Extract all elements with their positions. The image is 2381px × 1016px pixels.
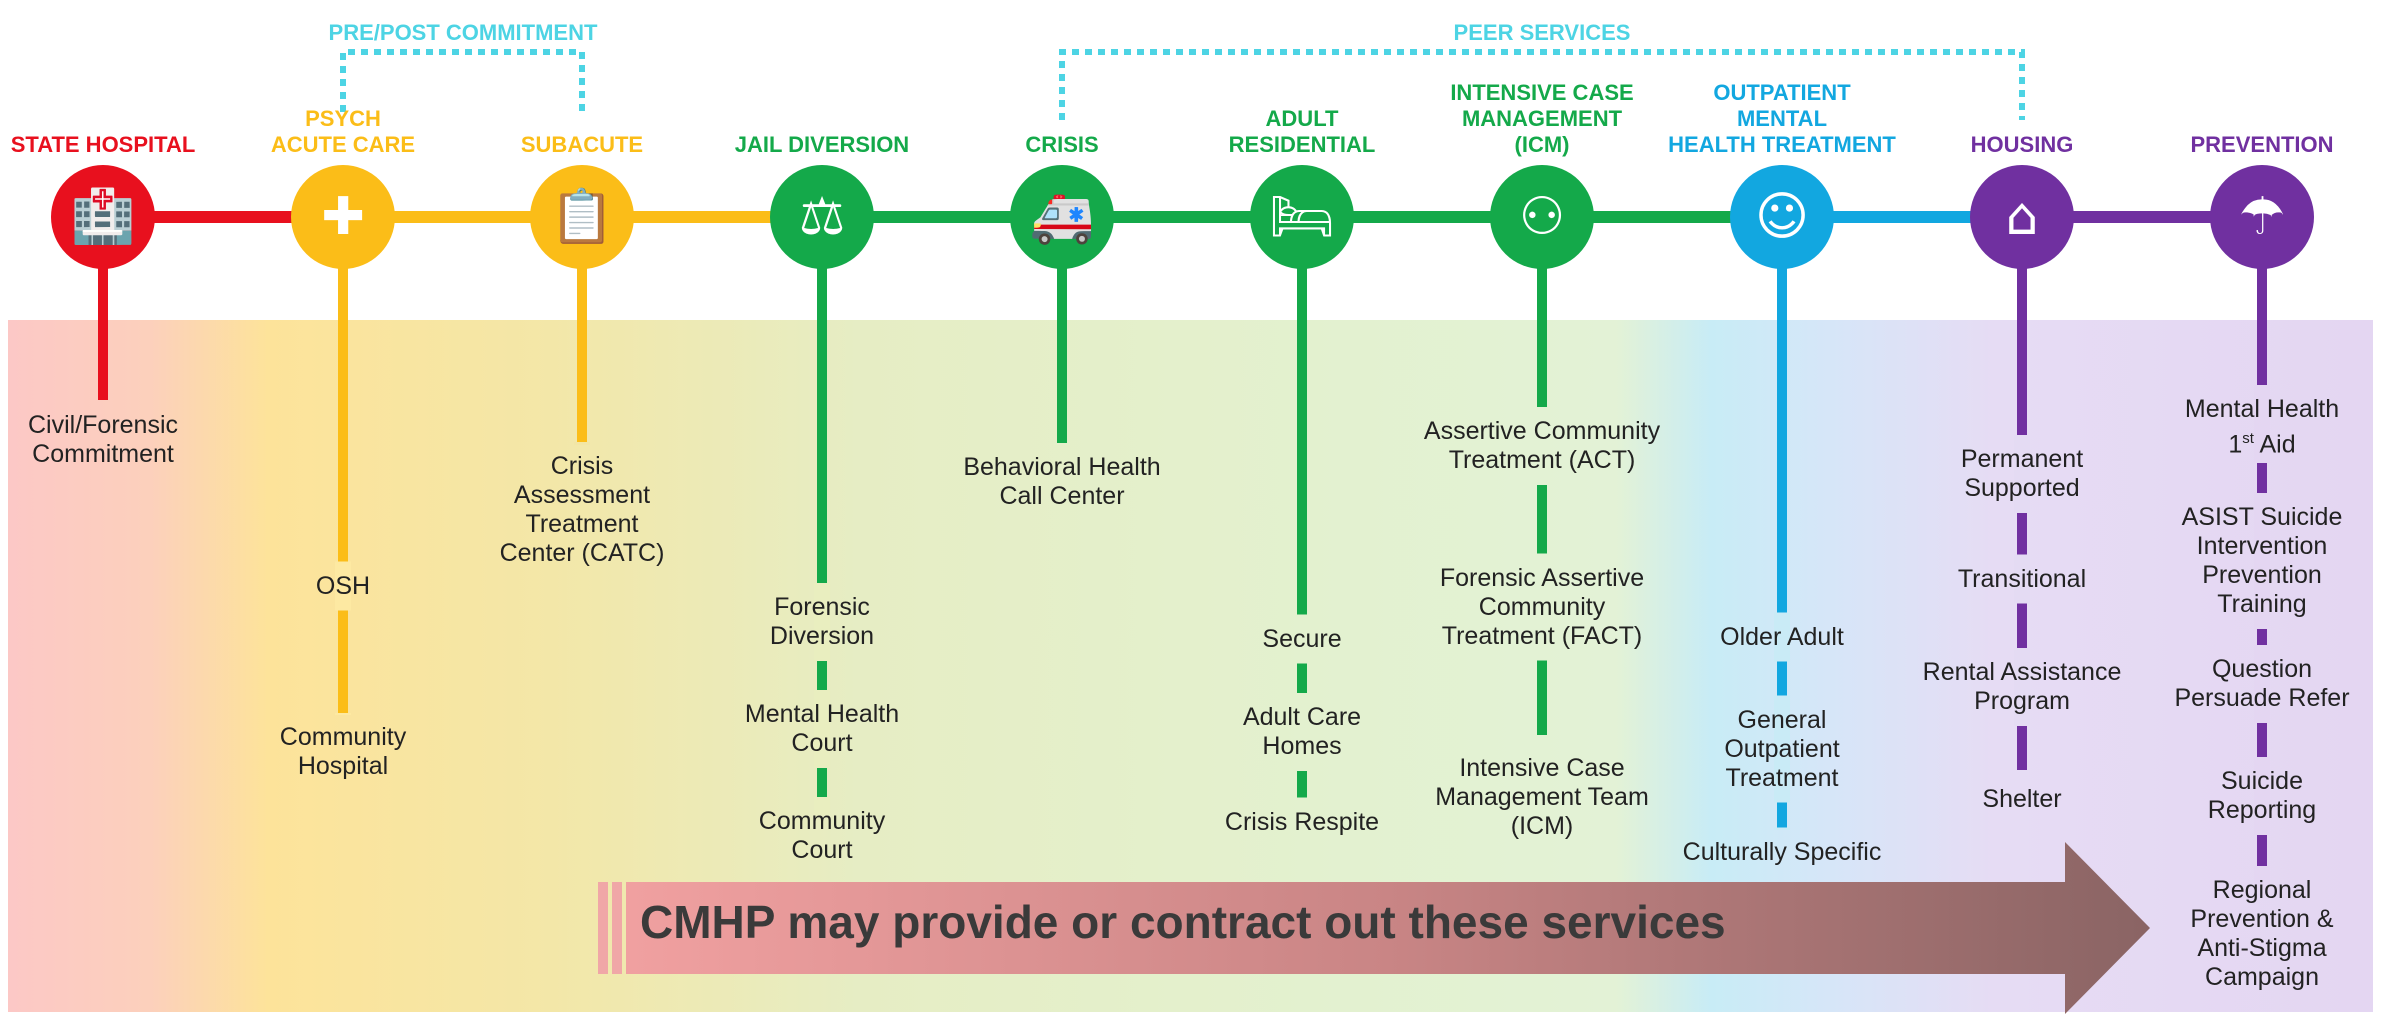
service-label: Crisis Assessment Treatment Center (CATC… (499, 452, 665, 567)
stem-gap (814, 797, 830, 815)
service-label: Question Persuade Refer (2174, 655, 2350, 712)
hospital-icon: 🏥 (51, 165, 155, 269)
service-label: Regional Prevention & Anti-Stigma Campai… (2190, 876, 2334, 991)
service-label: Crisis Respite (1224, 807, 1380, 836)
stem-gap (2254, 645, 2270, 723)
clipboard-icon: 📋 (530, 165, 634, 269)
stage-title: HOUSING (1970, 132, 2074, 157)
stem-gap (1294, 614, 1310, 664)
service-label: Forensic Diversion (769, 593, 875, 650)
banner-text: CMHP may provide or contract out these s… (640, 896, 1726, 948)
service-label: Civil/Forensic Commitment (27, 411, 179, 468)
house-icon: ⌂ (1970, 165, 2074, 269)
stem-gap (814, 583, 830, 661)
peer-services-label: PEER SERVICES (1453, 20, 1631, 45)
service-label: OSH (315, 571, 371, 600)
stem-gap (2014, 435, 2030, 513)
peer-services-bracket (1059, 49, 2025, 120)
stage-title: STATE HOSPITAL (10, 132, 196, 157)
stem-gap (2254, 866, 2270, 890)
service-label: Community Hospital (279, 723, 407, 780)
stem-gap (2254, 757, 2270, 835)
service-label: Transitional (1957, 564, 2087, 593)
stem-gap (1534, 553, 1550, 661)
service-label: Community Court (758, 807, 886, 864)
pre-post-commitment-label: PRE/POST COMMITMENT (328, 20, 598, 45)
medical-kit-icon: ✚ (291, 165, 395, 269)
stage-title: OUTPATIENT MENTAL HEALTH TREATMENT (1668, 80, 1896, 157)
service-label: Assertive Community Treatment (ACT) (1423, 417, 1661, 474)
stem-gap (2014, 554, 2030, 604)
stem-gap (2014, 648, 2030, 726)
umbrella-icon: ☂ (2210, 165, 2314, 269)
stage-title: JAIL DIVERSION (734, 132, 910, 157)
stem-gap (1054, 443, 1070, 445)
service-label: Forensic Assertive Community Treatment (… (1439, 563, 1645, 650)
stage-title: CRISIS (1025, 132, 1099, 157)
service-label: Adult Care Homes (1242, 703, 1362, 760)
service-label: ASIST Suicide Intervention Prevention Tr… (2181, 503, 2343, 618)
pre-post-bracket (340, 49, 585, 112)
stem-gap (814, 690, 830, 768)
service-label: Permanent Supported (1960, 445, 2084, 502)
service-label: Older Adult (1720, 622, 1844, 651)
stage-title: SUBACUTE (520, 132, 644, 157)
stem-gap (1774, 827, 1790, 830)
stem-gap (1534, 407, 1550, 485)
stage-title: INTENSIVE CASE MANAGEMENT (ICM) (1450, 80, 1634, 157)
stem-gap (1774, 612, 1790, 662)
service-label: Rental Assistance Program (1922, 658, 2122, 715)
stem-gap (1774, 695, 1790, 803)
gavel-icon: ⚖ (770, 165, 874, 269)
service-label: Culturally Specific (1682, 837, 1882, 866)
people-network-icon: ⚇ (1490, 165, 1594, 269)
brain-head-icon: ☺ (1730, 165, 1834, 269)
service-label: Secure (1262, 624, 1342, 653)
service-label: Suicide Reporting (2207, 767, 2317, 824)
service-label: Intensive Case Management Team (ICM) (1435, 753, 1649, 840)
stem-gap (335, 561, 351, 611)
service-label: Shelter (1982, 784, 2062, 813)
stem-gap (1294, 797, 1310, 800)
stage-title: PSYCH ACUTE CARE (270, 106, 416, 157)
service-label: Behavioral Health Call Center (963, 453, 1161, 510)
stem-gap (574, 442, 590, 445)
stem-gap (2254, 385, 2270, 463)
stage-title: PREVENTION (2190, 132, 2334, 157)
banner-arrow (598, 842, 2150, 1014)
stem-gap (2254, 493, 2270, 629)
stem-gap (1294, 693, 1310, 771)
service-label: General Outpatient Treatment (1724, 705, 1840, 792)
stage-title: ADULT RESIDENTIAL (1228, 106, 1376, 157)
service-label: Mental Health Court (744, 700, 900, 757)
ambulance-icon: 🚑 (1010, 165, 1114, 269)
bed-icon: 🛏 (1250, 165, 1354, 269)
stem-gap (335, 713, 351, 715)
